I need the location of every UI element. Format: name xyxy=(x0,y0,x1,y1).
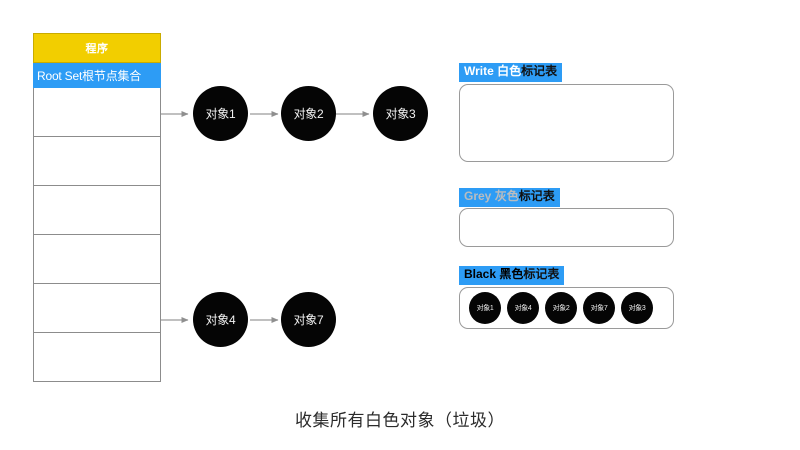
program-table-empty-cell xyxy=(33,186,161,235)
mark-table-write-label: Write 白色标记表 xyxy=(459,63,563,82)
mark-label-tail: 标记表 xyxy=(518,189,555,203)
mark-label-tail: 标记表 xyxy=(523,267,560,281)
mark-label-en: Write xyxy=(464,64,494,78)
black-table-item-1[interactable]: 对象1 xyxy=(469,292,501,324)
object-node-bottom-2[interactable]: 对象7 xyxy=(281,292,336,347)
mark-label-en: Black xyxy=(464,267,497,281)
black-table-item-4[interactable]: 对象7 xyxy=(583,292,615,324)
mark-table-black-label: Black 黑色标记表 xyxy=(459,266,565,285)
object-node-top-1[interactable]: 对象1 xyxy=(193,86,248,141)
diagram-caption: 收集所有白色对象（垃圾） xyxy=(295,411,505,430)
mark-table-grey-box[interactable] xyxy=(459,208,674,247)
mark-label-tail: 标记表 xyxy=(521,64,558,78)
black-table-item-5[interactable]: 对象3 xyxy=(621,292,653,324)
program-table-empty-cell xyxy=(33,284,161,333)
mark-table-grey-label: Grey 灰色标记表 xyxy=(459,188,560,207)
program-root-set-table: 程序 Root Set根节点集合 xyxy=(33,33,161,382)
program-table-empty-cell xyxy=(33,235,161,284)
mark-label-cn: 白色 xyxy=(497,64,522,78)
mark-table-write-box[interactable] xyxy=(459,84,674,162)
root-set-row: Root Set根节点集合 xyxy=(33,63,161,88)
mark-label-en: Grey xyxy=(464,189,492,203)
object-node-bottom-1[interactable]: 对象4 xyxy=(193,292,248,347)
program-table-empty-cell xyxy=(33,88,161,137)
program-table-empty-cell xyxy=(33,333,161,382)
mark-label-cn: 灰色 xyxy=(494,189,519,203)
program-table-empty-cell xyxy=(33,137,161,186)
program-table-header: 程序 xyxy=(33,33,161,63)
object-node-top-2[interactable]: 对象2 xyxy=(281,86,336,141)
mark-label-cn: 黑色 xyxy=(499,267,524,281)
black-table-item-3[interactable]: 对象2 xyxy=(545,292,577,324)
mark-table-black-box[interactable]: 对象1 对象4 对象2 对象7 对象3 xyxy=(459,287,674,329)
black-table-item-2[interactable]: 对象4 xyxy=(507,292,539,324)
object-node-top-3[interactable]: 对象3 xyxy=(373,86,428,141)
